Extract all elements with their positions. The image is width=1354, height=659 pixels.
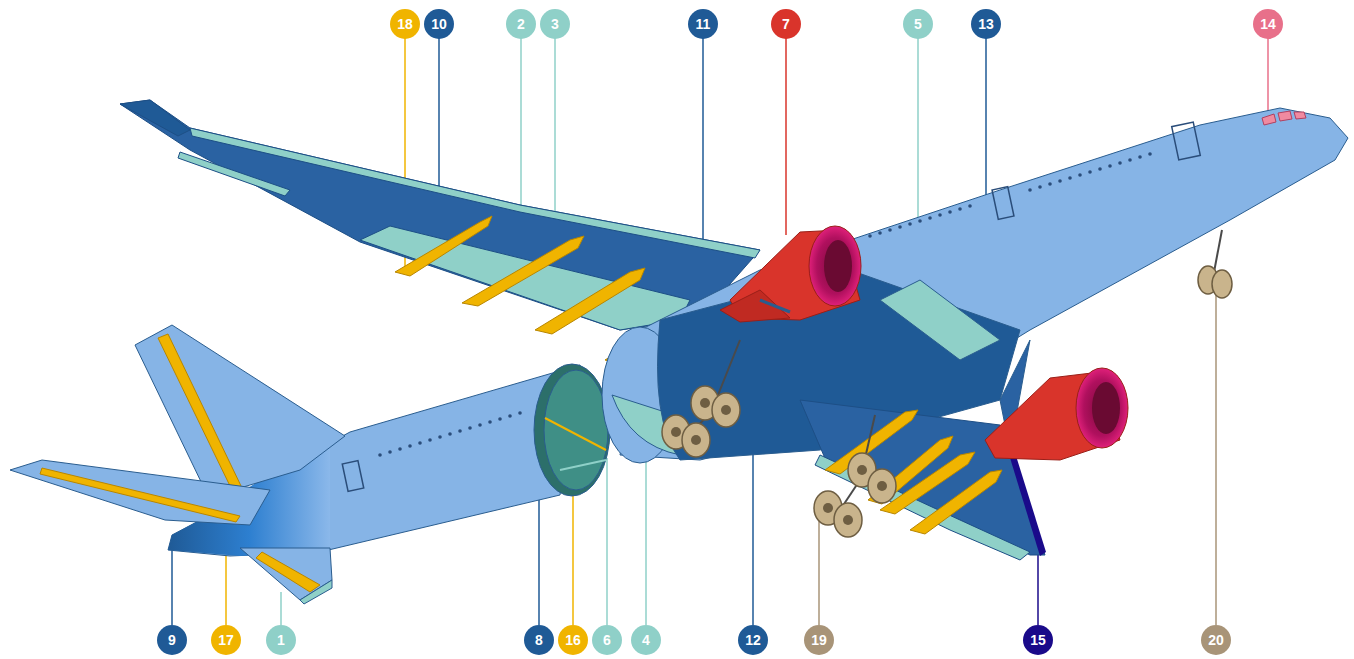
callout-number: 4	[631, 625, 661, 655]
callout-number: 14	[1253, 9, 1283, 39]
callout-number: 13	[971, 9, 1001, 39]
callout-number: 9	[157, 625, 187, 655]
callout-number: 11	[688, 9, 718, 39]
callout-number: 5	[903, 9, 933, 39]
callout-number: 16	[558, 625, 588, 655]
callout-number: 17	[211, 625, 241, 655]
callout-number: 3	[540, 9, 570, 39]
callout-number: 20	[1201, 625, 1231, 655]
callout-number: 6	[592, 625, 622, 655]
callout-number: 2	[506, 9, 536, 39]
callout-number: 8	[524, 625, 554, 655]
callout-number: 10	[424, 9, 454, 39]
callout-number: 19	[804, 625, 834, 655]
callout-number: 18	[390, 9, 420, 39]
callout-number: 15	[1023, 625, 1053, 655]
callout-number: 12	[738, 625, 768, 655]
callout-number: 1	[266, 625, 296, 655]
callout-number: 7	[771, 9, 801, 39]
